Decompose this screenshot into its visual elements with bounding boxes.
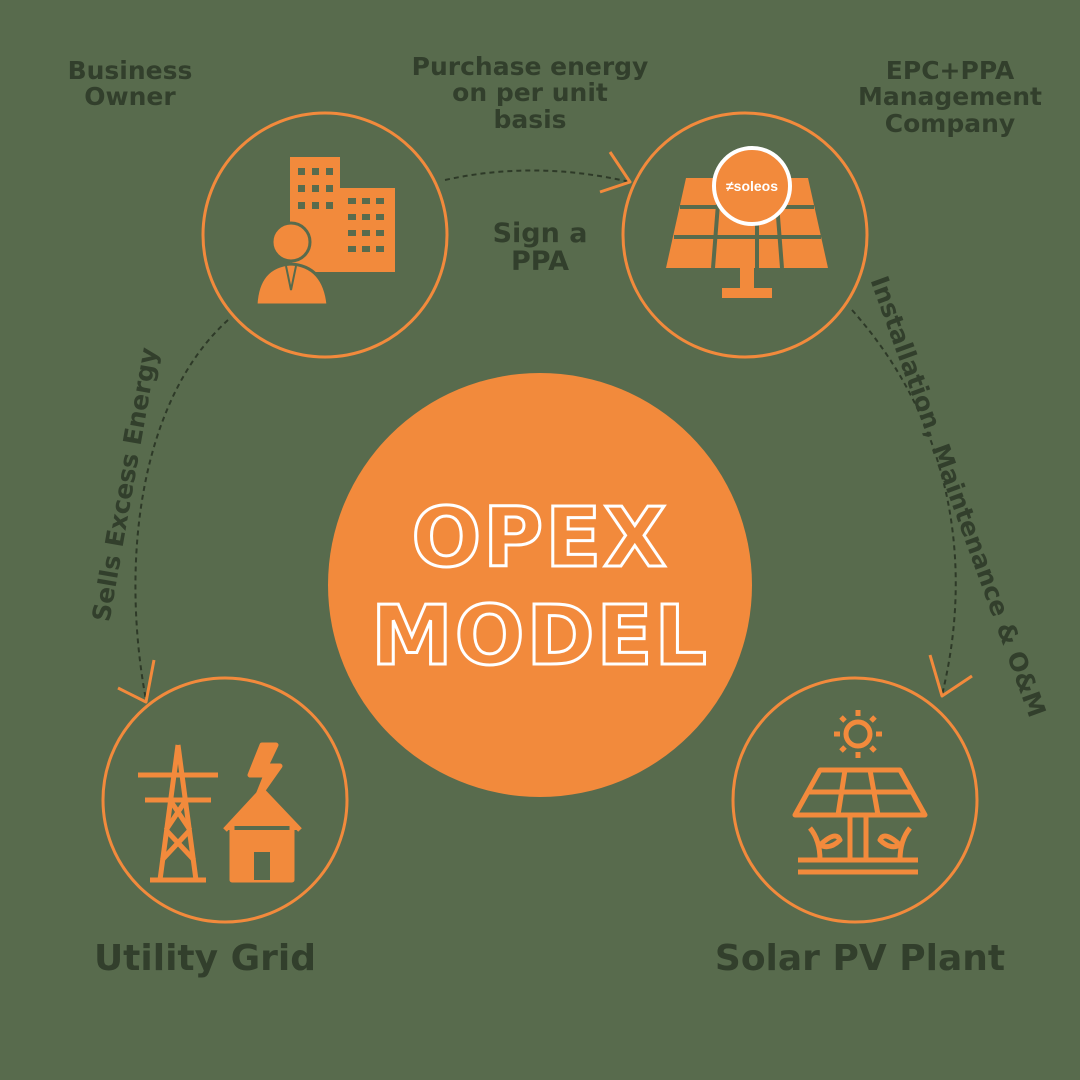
purchase-energy-label: Purchase energy on per unit basis bbox=[411, 52, 649, 134]
arrowhead-grid bbox=[117, 659, 156, 704]
opex-model-title: OPEX MODEL bbox=[330, 489, 750, 687]
arrowhead-plant bbox=[928, 654, 973, 698]
utility-grid-circle bbox=[101, 676, 349, 924]
solar-plant-label: Solar PV Plant bbox=[714, 938, 1006, 979]
ppa-company-circle bbox=[621, 111, 869, 359]
connector-owner-to-company bbox=[444, 169, 631, 183]
opex-title-line2: MODEL bbox=[370, 588, 709, 686]
arrowhead-company bbox=[599, 151, 632, 194]
business-owner-circle bbox=[201, 111, 449, 359]
solar-panel-icon: ≠soleos bbox=[666, 146, 828, 298]
solar-plant-icon bbox=[792, 710, 928, 875]
business-owner-label: Business Owner bbox=[67, 56, 193, 112]
connector-company-to-plant bbox=[851, 309, 957, 696]
business-owner-icon bbox=[254, 157, 395, 307]
connector-owner-to-grid bbox=[134, 319, 229, 701]
solar-plant-circle bbox=[731, 676, 979, 924]
utility-grid-label: Utility Grid bbox=[93, 938, 317, 979]
opex-center-circle bbox=[328, 373, 752, 797]
soleos-logo-text: ≠soleos bbox=[726, 178, 778, 194]
ppa-company-label: EPC+PPA Management Company bbox=[857, 56, 1043, 138]
opex-title-line1: OPEX bbox=[410, 489, 669, 587]
transmission-tower-house-icon bbox=[138, 742, 302, 883]
sign-ppa-label: Sign a PPA bbox=[492, 218, 588, 278]
